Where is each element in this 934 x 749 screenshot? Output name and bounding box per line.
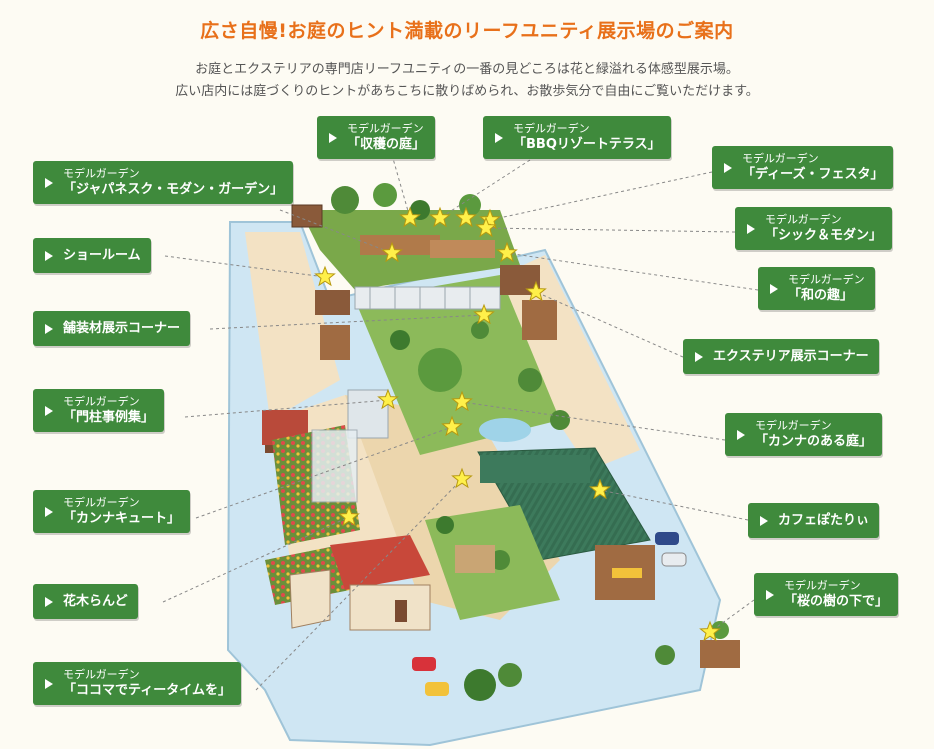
star-markers [314,206,721,642]
label-name: 「カンナのある庭」 [755,434,873,449]
label-japanesque-modern-garden[interactable]: モデルガーデン 「ジャパネスク・モダン・ガーデン」 [33,161,294,204]
label-name: 「シック＆モダン」 [765,228,883,243]
label-name: 「ディーズ・フェスタ」 [742,167,884,182]
star-icon [525,280,547,302]
leader-lines [162,154,759,691]
description-line-2: 広い店内には庭づくりのヒントがあちこちに散りばめられ、お散歩気分で自由にご覧いた… [175,84,759,99]
label-sub: モデルガーデン [63,668,140,681]
label-name: 花木らんど [63,594,128,609]
label-sakura-tree[interactable]: モデルガーデン 「桜の樹の下で」 [754,573,899,616]
center-pergola-garden [354,275,560,455]
label-name: 「桜の樹の下で」 [784,594,889,609]
label-exterior-corner[interactable]: エクステリア展示コーナー [683,339,879,374]
star-icon [377,388,399,410]
label-name: 「ココマでティータイムを」 [63,683,231,698]
label-wa-no-omomuki[interactable]: モデルガーデン 「和の趣」 [758,267,875,310]
label-sub: モデルガーデン [755,419,832,432]
label-name: カフェぽたりぃ [778,513,870,528]
star-icon [455,206,477,228]
label-cafe-potari[interactable]: カフェぽたりぃ [748,503,880,538]
label-bbq-resort-terrace[interactable]: モデルガーデン 「BBQリゾートテラス」 [483,116,671,159]
star-icon [451,390,473,412]
label-canna-cute[interactable]: モデルガーデン 「カンナキュート」 [33,490,191,533]
label-sub: モデルガーデン [765,213,842,226]
label-canna-garden[interactable]: モデルガーデン 「カンナのある庭」 [725,413,883,456]
star-icon [496,241,518,263]
parking-cars [412,532,687,696]
label-name: エクステリア展示コーナー [713,349,869,364]
lower-garden [425,505,740,701]
star-icon [338,505,360,527]
label-ds-festa[interactable]: モデルガーデン 「ディーズ・フェスタ」 [712,146,894,189]
label-name: 「ジャパネスク・モダン・ガーデン」 [63,182,284,197]
label-paving-corner[interactable]: 舗装材展示コーナー [33,311,191,346]
label-kaboku-land[interactable]: 花木らんど [33,584,138,619]
label-sub: モデルガーデン [513,122,590,135]
label-sub: モデルガーデン [63,395,140,408]
label-cocoma-teatime[interactable]: モデルガーデン 「ココマでティータイムを」 [33,662,241,705]
star-icon [699,620,721,642]
label-name: 「和の趣」 [788,288,854,303]
label-name: 「カンナキュート」 [63,511,181,526]
label-name: 「BBQリゾートテラス」 [513,137,661,152]
label-sub: モデルガーデン [742,152,819,165]
label-showroom[interactable]: ショールーム [33,238,151,273]
page-title: 広さ自慢!お庭のヒント満載のリーフユニティ展示場のご案内 [200,20,734,42]
label-name: 舗装材展示コーナー [63,321,181,336]
star-icon [451,467,473,489]
star-icon [475,216,497,238]
star-icon [381,241,403,263]
label-monchu-examples[interactable]: モデルガーデン 「門柱事例集」 [33,389,165,432]
label-sub: モデルガーデン [347,122,424,135]
star-icon [589,478,611,500]
label-syukaku-garden[interactable]: モデルガーデン 「収穫の庭」 [317,116,436,159]
label-sub: モデルガーデン [784,579,861,592]
label-name: ショールーム [63,248,141,263]
label-chic-modern[interactable]: モデルガーデン 「シック＆モダン」 [735,207,893,250]
label-sub: モデルガーデン [788,273,865,286]
star-icon [473,303,495,325]
red-roof-shop [289,535,431,631]
star-icon [441,415,463,437]
star-icon [314,265,336,287]
label-name: 「収穫の庭」 [347,137,426,152]
top-garden-area [291,183,520,290]
star-icon [429,206,451,228]
label-name: 「門柱事例集」 [63,410,155,425]
label-sub: モデルガーデン [63,167,140,180]
label-sub: モデルガーデン [63,496,140,509]
description-line-1: お庭とエクステリアの専門店リーフユニティの一番の見どころは花と緑溢れる体感型展示… [195,62,739,77]
star-icon [399,206,421,228]
cafe-building [477,447,655,600]
